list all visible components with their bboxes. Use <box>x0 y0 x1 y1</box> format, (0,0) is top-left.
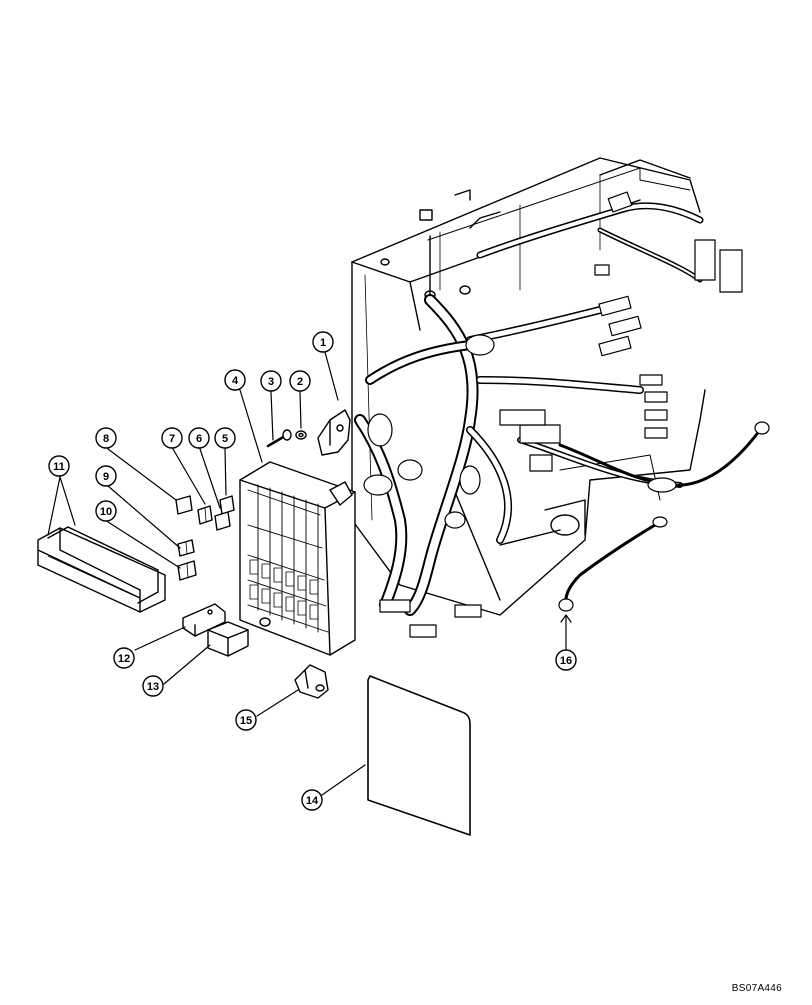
callout-5: 5 <box>214 427 236 449</box>
callout-label-10: 10 <box>100 506 112 518</box>
callout-label-7: 7 <box>169 433 175 445</box>
callout-label-16: 16 <box>560 655 572 667</box>
callout-10: 10 <box>95 500 117 522</box>
part-8-fuse <box>175 495 193 515</box>
callout-label-4: 4 <box>232 375 239 387</box>
callout-11: 11 <box>48 455 70 477</box>
part-3-screw <box>266 429 292 448</box>
callout-9: 9 <box>95 465 117 487</box>
part-10-fuse <box>177 560 197 581</box>
part-13-relay <box>207 621 249 657</box>
callout-1: 1 <box>312 331 334 353</box>
callout-label-9: 9 <box>103 471 109 483</box>
callout-label-15: 15 <box>240 715 252 727</box>
part-15-clip <box>294 664 329 699</box>
callout-label-3: 3 <box>268 376 274 388</box>
callout-4: 4 <box>224 369 246 391</box>
wiring-harness <box>354 191 770 638</box>
callout-label-12: 12 <box>118 653 130 665</box>
callout-16: 16 <box>555 649 577 671</box>
housing-frame <box>351 157 706 616</box>
part-9-fuse <box>177 539 195 557</box>
part-1-bracket <box>317 409 351 456</box>
callout-12: 12 <box>113 647 135 669</box>
callout-3: 3 <box>260 370 282 392</box>
callout-14: 14 <box>301 789 323 811</box>
callout-15: 15 <box>235 709 257 731</box>
leader-lines <box>47 351 572 796</box>
callout-label-14: 14 <box>306 795 319 807</box>
callout-label-11: 11 <box>53 461 65 473</box>
drawing-code: BS07A446 <box>731 983 782 994</box>
part-14-cover-plate <box>367 675 471 836</box>
callout-label-5: 5 <box>222 433 228 445</box>
callout-2: 2 <box>289 370 311 392</box>
callout-label-1: 1 <box>320 337 326 349</box>
part-5-fuse <box>219 495 235 515</box>
part-6-fuse <box>214 511 231 531</box>
part-7-fuse <box>197 505 213 525</box>
part-4-fuse-relay-box <box>239 461 356 656</box>
part-2-washer <box>295 430 307 440</box>
callout-label-13: 13 <box>147 681 159 693</box>
callout-label-2: 2 <box>297 376 303 388</box>
callouts: 1 2 3 4 5 6 7 8 9 10 11 12 13 14 15 16 <box>48 331 577 811</box>
callout-6: 6 <box>188 427 210 449</box>
callout-8: 8 <box>95 427 117 449</box>
callout-label-6: 6 <box>196 433 202 445</box>
callout-13: 13 <box>142 675 164 697</box>
part-11-seal-strips <box>37 526 166 613</box>
callout-7: 7 <box>161 427 183 449</box>
callout-label-8: 8 <box>103 433 109 445</box>
